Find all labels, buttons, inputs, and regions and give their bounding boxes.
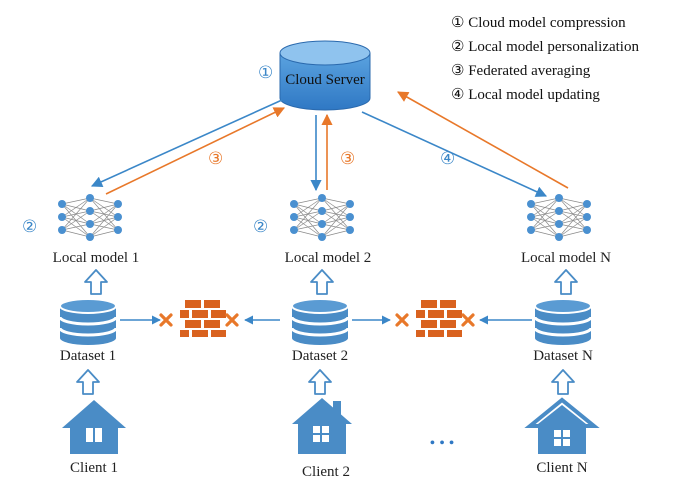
up-arrow-icon — [310, 269, 334, 295]
arrow-server-to-model-1 — [90, 99, 283, 187]
database-icon — [533, 297, 593, 347]
client-2-label: Client 2 — [302, 464, 350, 480]
local-model-2-label: Local model 2 — [285, 250, 372, 266]
legend-item-compression: ① Cloud model compression — [451, 15, 626, 31]
ellipsis: • • • — [430, 435, 455, 452]
up-arrow-icon — [554, 269, 578, 295]
dataset-1: Dataset 1 — [58, 297, 118, 364]
database-icon — [290, 297, 350, 347]
legend-item-updating: ④ Local model updating — [451, 87, 600, 103]
neural-network-icon — [57, 193, 123, 242]
client-n: Client N — [524, 397, 600, 476]
step-personalization-marker-2: ② — [253, 217, 268, 236]
firewall-icon — [416, 300, 462, 337]
legend: ① Cloud model compression ② Local model … — [451, 15, 639, 103]
client-n-label: Client N — [536, 460, 587, 476]
dataset-1-label: Dataset 1 — [60, 348, 116, 364]
client-2: Client 2 — [292, 398, 352, 480]
blocked-x-icon — [159, 313, 173, 327]
firewall-icon — [180, 300, 226, 337]
local-model-n: Local model N — [521, 193, 611, 266]
step-averaging-marker-1: ③ — [208, 149, 223, 168]
client-1-label: Client 1 — [70, 460, 118, 476]
database-icon — [58, 297, 118, 347]
up-arrow-icon — [76, 369, 100, 395]
local-model-n-label: Local model N — [521, 250, 611, 266]
dataset-2: Dataset 2 — [290, 297, 350, 364]
arrow-server-to-model-n — [361, 111, 548, 197]
blocked-x-icon — [461, 313, 475, 327]
step-averaging-marker-2: ③ — [340, 149, 355, 168]
firewall-left — [120, 300, 280, 337]
legend-item-averaging: ③ Federated averaging — [451, 63, 591, 79]
dataset-n-label: Dataset N — [533, 348, 593, 364]
server-model-arrows — [90, 91, 569, 197]
neural-network-icon — [526, 193, 592, 242]
client-1: Client 1 — [62, 400, 126, 476]
cloud-server-label: Cloud Server — [285, 72, 365, 88]
neural-network-icon — [289, 193, 355, 242]
up-arrow-icon — [308, 369, 332, 395]
firewall-right — [352, 300, 532, 337]
step-updating-marker: ④ — [440, 149, 455, 168]
arrow-model-n-to-server — [397, 91, 569, 189]
house-icon — [292, 398, 352, 454]
local-model-2: Local model 2 — [285, 193, 372, 266]
cloud-server: Cloud Server — [279, 40, 371, 111]
step-compression-marker: ① — [258, 63, 273, 82]
blocked-x-icon — [395, 313, 409, 327]
legend-item-personalization: ② Local model personalization — [451, 39, 639, 55]
local-model-1: Local model 1 — [53, 193, 140, 266]
house-icon — [524, 397, 600, 454]
house-icon — [62, 400, 126, 454]
local-model-1-label: Local model 1 — [53, 250, 140, 266]
step-personalization-marker-1: ② — [22, 217, 37, 236]
dataset-n: Dataset N — [533, 297, 593, 364]
up-arrow-icon — [551, 369, 575, 395]
arrow-model-1-to-server — [105, 107, 286, 195]
blocked-x-icon — [225, 313, 239, 327]
dataset-2-label: Dataset 2 — [292, 348, 348, 364]
up-arrow-icon — [84, 269, 108, 295]
